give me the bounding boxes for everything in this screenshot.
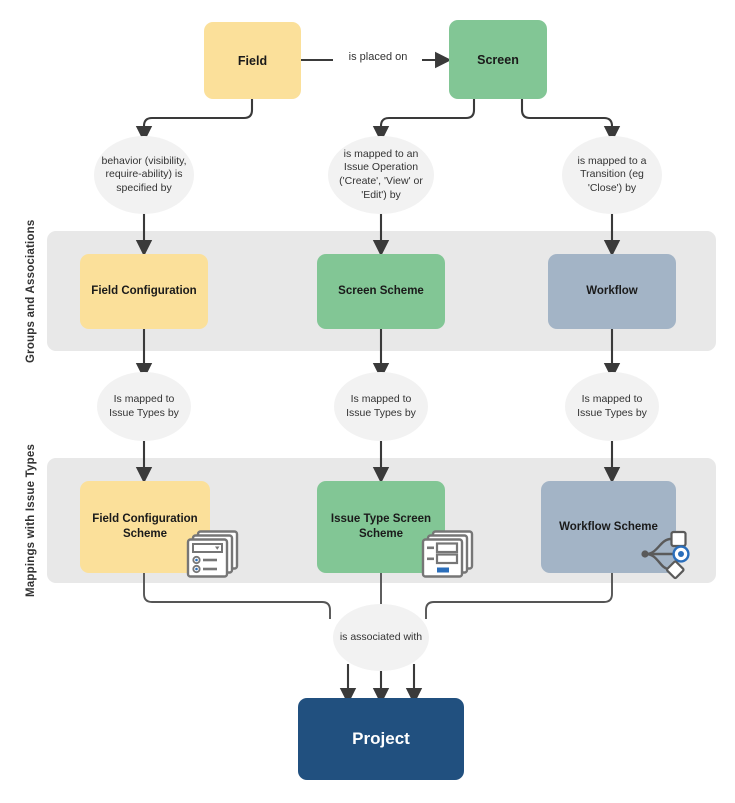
node-field-configuration[interactable]: Field Configuration	[80, 254, 208, 329]
edge-label-is-associated-with: is associated with	[333, 604, 429, 671]
stacked-documents-form-icon	[421, 529, 475, 579]
workflow-branch-icon	[636, 527, 694, 581]
node-screen[interactable]: Screen	[449, 20, 547, 99]
edge-label-mapped-issue-types-1: Is mapped to Issue Types by	[97, 372, 191, 441]
node-workflow-scheme[interactable]: Workflow Scheme	[541, 481, 676, 573]
edge-label-issue-operation: is mapped to an Issue Operation ('Create…	[328, 136, 434, 214]
node-workflow[interactable]: Workflow	[548, 254, 676, 329]
node-project[interactable]: Project	[298, 698, 464, 780]
stacked-documents-radio-icon	[186, 529, 240, 579]
node-field[interactable]: Field	[204, 22, 301, 99]
edge-label-mapped-issue-types-3: Is mapped to Issue Types by	[565, 372, 659, 441]
edge-label-behavior: behavior (visibility, require-ability) i…	[94, 136, 194, 214]
node-screen-scheme[interactable]: Screen Scheme	[317, 254, 445, 329]
edge-label-transition: is mapped to a Transition (eg 'Close') b…	[562, 136, 662, 214]
node-issue-type-screen-scheme[interactable]: Issue Type Screen Scheme	[317, 481, 445, 573]
edge-label-mapped-issue-types-2: Is mapped to Issue Types by	[334, 372, 428, 441]
edge-label-is-placed-on: is placed on	[334, 51, 422, 63]
